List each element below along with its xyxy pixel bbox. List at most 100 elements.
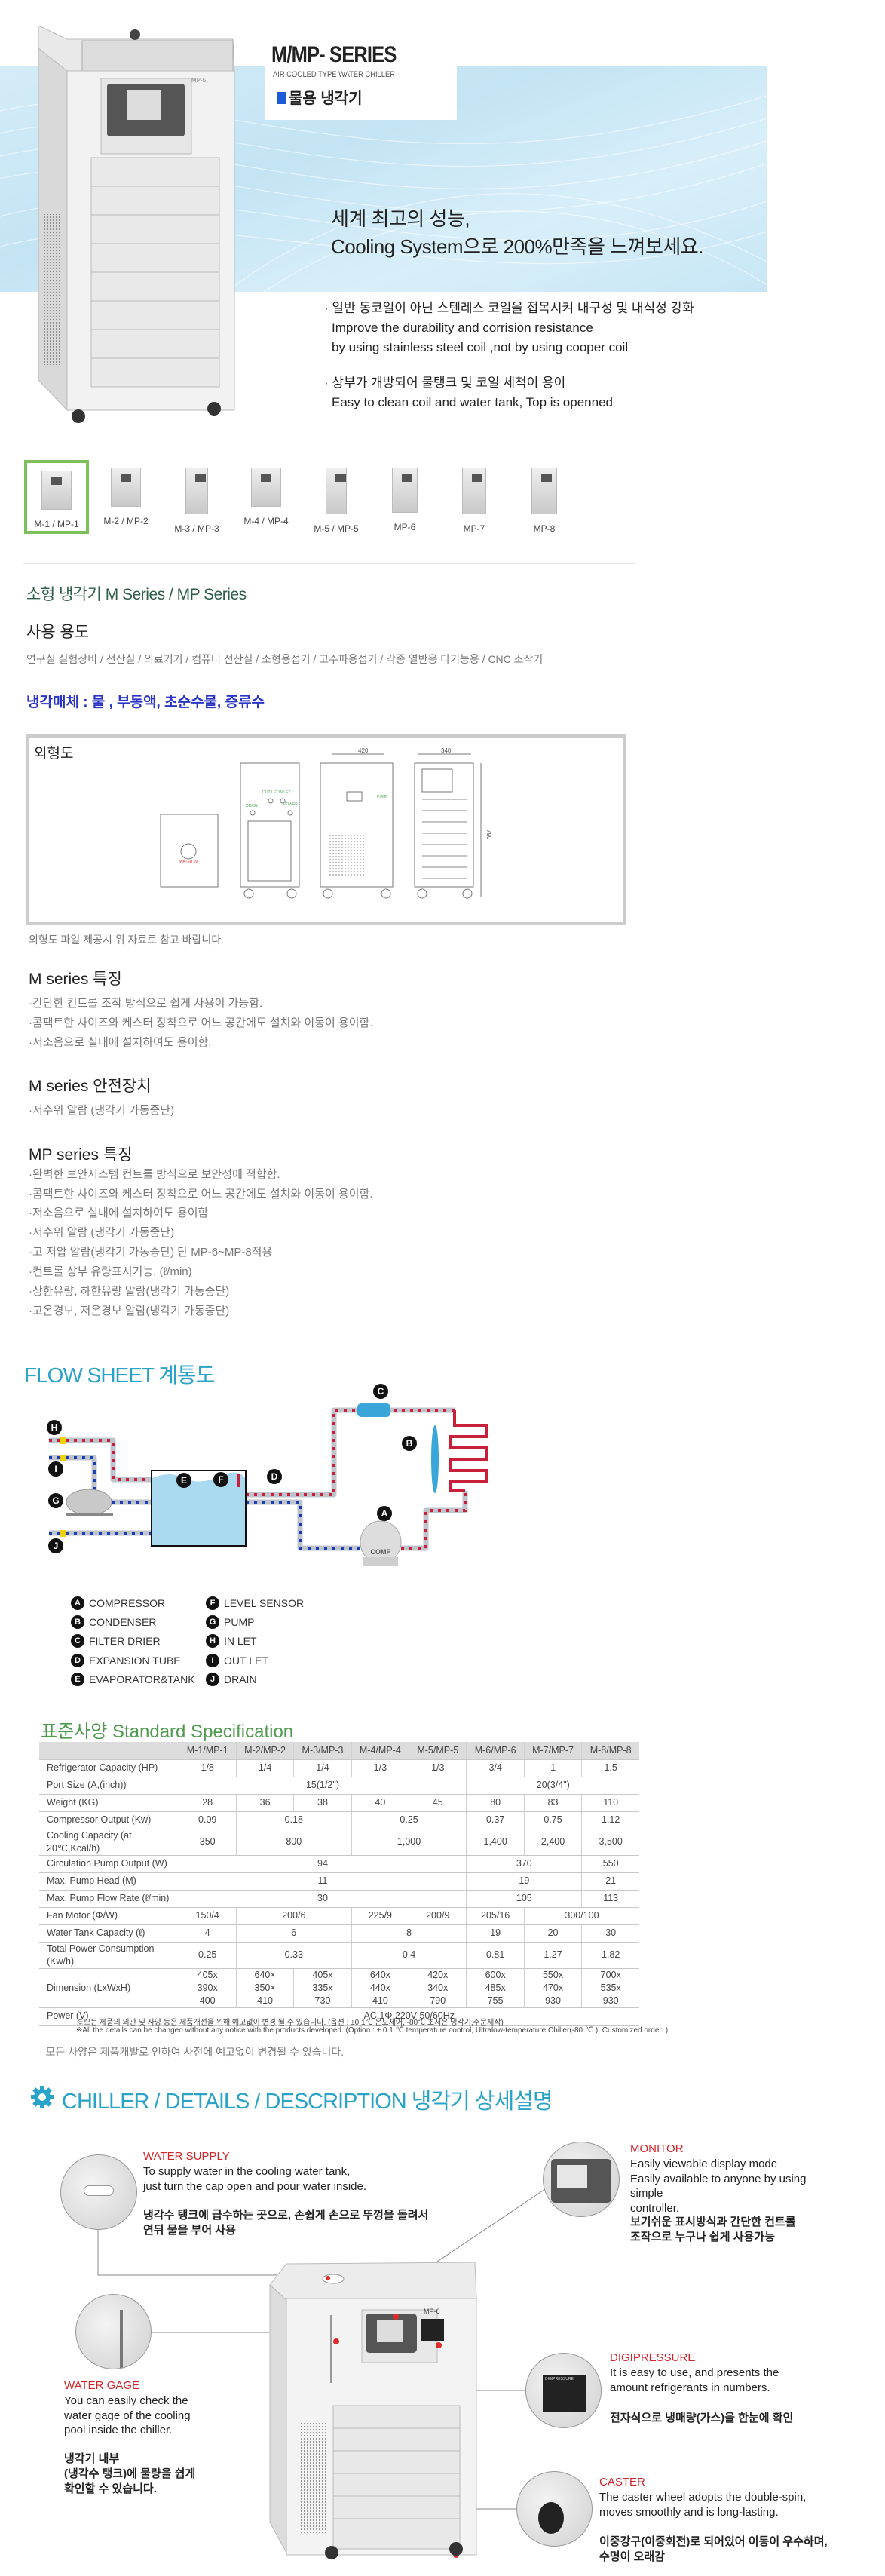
spec-cell: 1/8 bbox=[178, 1759, 237, 1777]
model-thumbnail-m1[interactable]: M-1 / MP-1 bbox=[24, 460, 89, 534]
m-safety-title: M series 안전장치 bbox=[29, 1078, 152, 1095]
water-gage-title: WATER GAGE bbox=[64, 2379, 140, 2392]
outline-title: 외형도 bbox=[34, 746, 74, 762]
spec-cell: 350 bbox=[178, 1829, 237, 1856]
spec-row-label: Compressor Output (Kw) bbox=[39, 1811, 179, 1829]
digipressure-en: It is easy to use, and presents the amou… bbox=[610, 2366, 779, 2394]
monitor-en: Easily viewable display mode Easily avai… bbox=[630, 2157, 807, 2215]
legend-label: IN LET bbox=[224, 1635, 257, 1647]
m-feature-item: ·간단한 컨트롤 조작 방식으로 쉽게 사용이 가능함. bbox=[29, 997, 263, 1010]
m-feature-item: ·저소음으로 실내에 설치하여도 용이함. bbox=[29, 1036, 212, 1049]
evaporator-tank bbox=[151, 1470, 247, 1547]
spec-column-header: M-8/MP-8 bbox=[581, 1742, 640, 1760]
spec-cell: 640x 440x 410 bbox=[351, 1968, 409, 2008]
marker-g: G bbox=[52, 1495, 59, 1506]
model-thumbnail-mp7[interactable]: MP-7 bbox=[442, 460, 507, 534]
digipressure-ko: 전자식으로 냉매량(가스)을 한눈에 확인 bbox=[610, 2412, 794, 2424]
legend-key: A bbox=[71, 1596, 84, 1610]
spec-cell: 2,400 bbox=[523, 1829, 582, 1856]
legend-key: B bbox=[71, 1615, 84, 1629]
spec-title: 표준사양 Standard Specification bbox=[41, 1722, 294, 1742]
mp-feature-item: ·상한유량, 하한유량 알람(냉각기 가동중단) bbox=[29, 1285, 230, 1298]
water-gage-zoom-image bbox=[75, 2294, 152, 2369]
spec-cell: 8 bbox=[351, 1924, 467, 1943]
detail-model-label: MP-6 bbox=[424, 2308, 440, 2315]
model-thumbnail-mp8[interactable]: MP-8 bbox=[512, 460, 577, 534]
water-supply-ko: 냉각수 탱크에 급수하는 곳으로, 손쉽게 손으로 뚜껑을 돌려서 연뒤 물을 … bbox=[143, 2209, 429, 2237]
spec-cell: 0.25 bbox=[351, 1811, 467, 1829]
digipressure-zoom-image: DIGIPRESSURE bbox=[525, 2353, 602, 2428]
caster-zoom-image bbox=[516, 2471, 593, 2547]
model-thumbnail-mp6[interactable]: MP-6 bbox=[372, 460, 437, 534]
legend-label: OUT LET bbox=[224, 1654, 268, 1667]
chiller-thumbnail-image bbox=[185, 468, 208, 514]
spec-cell: 150/4 bbox=[178, 1907, 237, 1925]
spec-cell: 4 bbox=[178, 1924, 237, 1943]
spec-row-label: Refrigerator Capacity (HP) bbox=[39, 1759, 179, 1777]
legend-label: DRAIN bbox=[224, 1673, 257, 1685]
digipressure-badge: DIGIPRESSURE bbox=[543, 2375, 586, 2412]
flow-diagram: COMP A B C D E F G H I J bbox=[47, 1384, 488, 1566]
chiller-thumbnail-image bbox=[111, 468, 141, 507]
usage-text: 연구실 실험장비 / 전산실 / 의료기기 / 컴퓨터 전산실 / 소형용접기 … bbox=[26, 653, 544, 665]
spec-cell: 30 bbox=[581, 1924, 640, 1943]
spec-cell: 1.12 bbox=[581, 1811, 640, 1829]
legend-key: G bbox=[206, 1615, 219, 1629]
condenser-fan bbox=[431, 1425, 439, 1493]
mp-feature-item: ·저수위 알람 (냉각기 가동중단) bbox=[29, 1226, 175, 1239]
spec-row-label: Fan Motor (Φ/W) bbox=[39, 1907, 179, 1925]
chiller-thumbnail-image bbox=[326, 468, 347, 514]
label-drain: DRAIN bbox=[246, 804, 258, 808]
legend-label: LEVEL SENSOR bbox=[224, 1597, 305, 1609]
spec-cell: 19 bbox=[466, 1924, 525, 1943]
hot-pipes bbox=[49, 1409, 467, 1550]
chiller-thumbnail-image bbox=[462, 468, 486, 514]
condenser-coil bbox=[449, 1410, 488, 1492]
spec-cell: 1/3 bbox=[409, 1759, 467, 1777]
spec-cell: 80 bbox=[466, 1794, 525, 1812]
outline-drawing-box bbox=[26, 734, 626, 925]
model-thumbnail-m4[interactable]: M-4 / MP-4 bbox=[234, 460, 299, 534]
spec-cell: 300/100 bbox=[523, 1907, 640, 1925]
spec-cell: 200/6 bbox=[235, 1907, 352, 1925]
spec-cell: 1/4 bbox=[293, 1759, 352, 1777]
spec-column-header: M-2/MP-2 bbox=[235, 1742, 294, 1760]
spec-row: Power (V)AC 1Φ 220V 50/60Hz bbox=[39, 2007, 640, 2026]
series-title: M/MP- SERIES bbox=[271, 42, 397, 67]
dim-width: 420 bbox=[358, 747, 369, 754]
spec-cell: 420x 340x 790 bbox=[409, 1968, 467, 2008]
spec-cell: 1/4 bbox=[235, 1759, 294, 1777]
spec-cell: 15(1/2") bbox=[178, 1777, 467, 1795]
spec-header-corner bbox=[39, 1742, 179, 1760]
spec-cell: 20(3/4") bbox=[466, 1777, 640, 1795]
chiller-thumbnail-image bbox=[41, 471, 72, 510]
legend-key: J bbox=[206, 1673, 219, 1686]
model-thumbnail-m2[interactable]: M-2 / MP-2 bbox=[93, 460, 158, 534]
model-thumbnail-m5[interactable]: M-5 / MP-5 bbox=[304, 460, 369, 534]
legend-item: J DRAIN bbox=[206, 1673, 257, 1686]
spec-cell: 94 bbox=[178, 1855, 467, 1873]
section-divider bbox=[23, 563, 635, 564]
spec-row-label: Dimension (LxWxH) bbox=[39, 1968, 179, 2008]
tagline-line-2: Cooling System으로 200%만족을 느껴보세요. bbox=[331, 235, 703, 258]
spec-cell: 1.5 bbox=[581, 1759, 640, 1777]
spec-cell: 1.27 bbox=[523, 1942, 582, 1969]
level-sensor bbox=[237, 1474, 240, 1487]
outline-note: 외형도 파일 제공시 위 자료로 참고 바랍니다. bbox=[29, 934, 225, 946]
m-features-title: M series 특징 bbox=[29, 971, 122, 988]
feature-2-korean: · 상부가 개방되어 물탱크 및 코일 세척이 용이 bbox=[324, 376, 566, 390]
chiller-thumbnail-image bbox=[392, 468, 418, 513]
model-thumbnail-m3[interactable]: M-3 / MP-3 bbox=[164, 460, 229, 534]
feature-1-english: Improve the durability and corrision res… bbox=[332, 320, 629, 354]
usage-heading: 사용 용도 bbox=[26, 624, 90, 641]
spec-cell: 1/3 bbox=[351, 1759, 409, 1777]
legend-key: E bbox=[71, 1673, 84, 1686]
monitor-title: MONITOR bbox=[630, 2142, 684, 2155]
spec-cell: 700x 535x 930 bbox=[581, 1968, 640, 2008]
spec-row-label: Circulation Pump Output (W) bbox=[39, 1855, 179, 1873]
product-category: 물용 냉각기 bbox=[277, 86, 363, 108]
spec-cell: 405x 390x 400 bbox=[178, 1968, 237, 2008]
